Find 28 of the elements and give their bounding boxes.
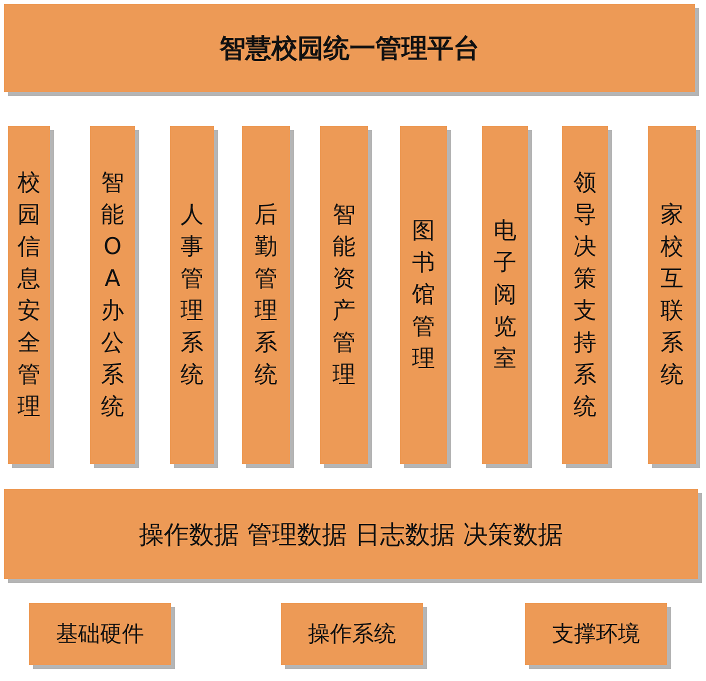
node-label: 智能资产管理 [332,201,356,390]
system-column [482,126,528,464]
data-bar [4,489,698,579]
system-column [320,126,368,464]
node-label: 智能OA办公系统 [100,169,124,422]
title-bar [4,4,695,92]
system-column [8,126,50,464]
node-label: 基础硬件 [56,621,144,649]
node-label: 智慧校园统一管理平台 [220,32,480,66]
node-label: 家校互联系统 [660,201,684,390]
foundation-box [525,603,667,665]
system-column [400,126,447,464]
node-label: 电子阅览室 [493,217,517,374]
node-label: 领导决策支持系统 [573,169,597,422]
system-column [90,126,135,464]
system-column [648,126,696,464]
node-label: 操作数据 管理数据 日志数据 决策数据 [139,518,563,550]
system-column [562,126,608,464]
foundation-box [281,603,423,665]
node-label: 操作系统 [308,621,396,649]
node-label: 支撑环境 [552,621,640,649]
system-column [170,126,214,464]
node-label: 校园信息安全管理 [17,169,41,422]
system-column [242,126,290,464]
node-label: 人事管理系统 [180,201,204,390]
node-label: 后勤管理系统 [254,201,278,390]
node-label: 图书馆管理 [412,217,436,374]
foundation-box [29,603,171,665]
